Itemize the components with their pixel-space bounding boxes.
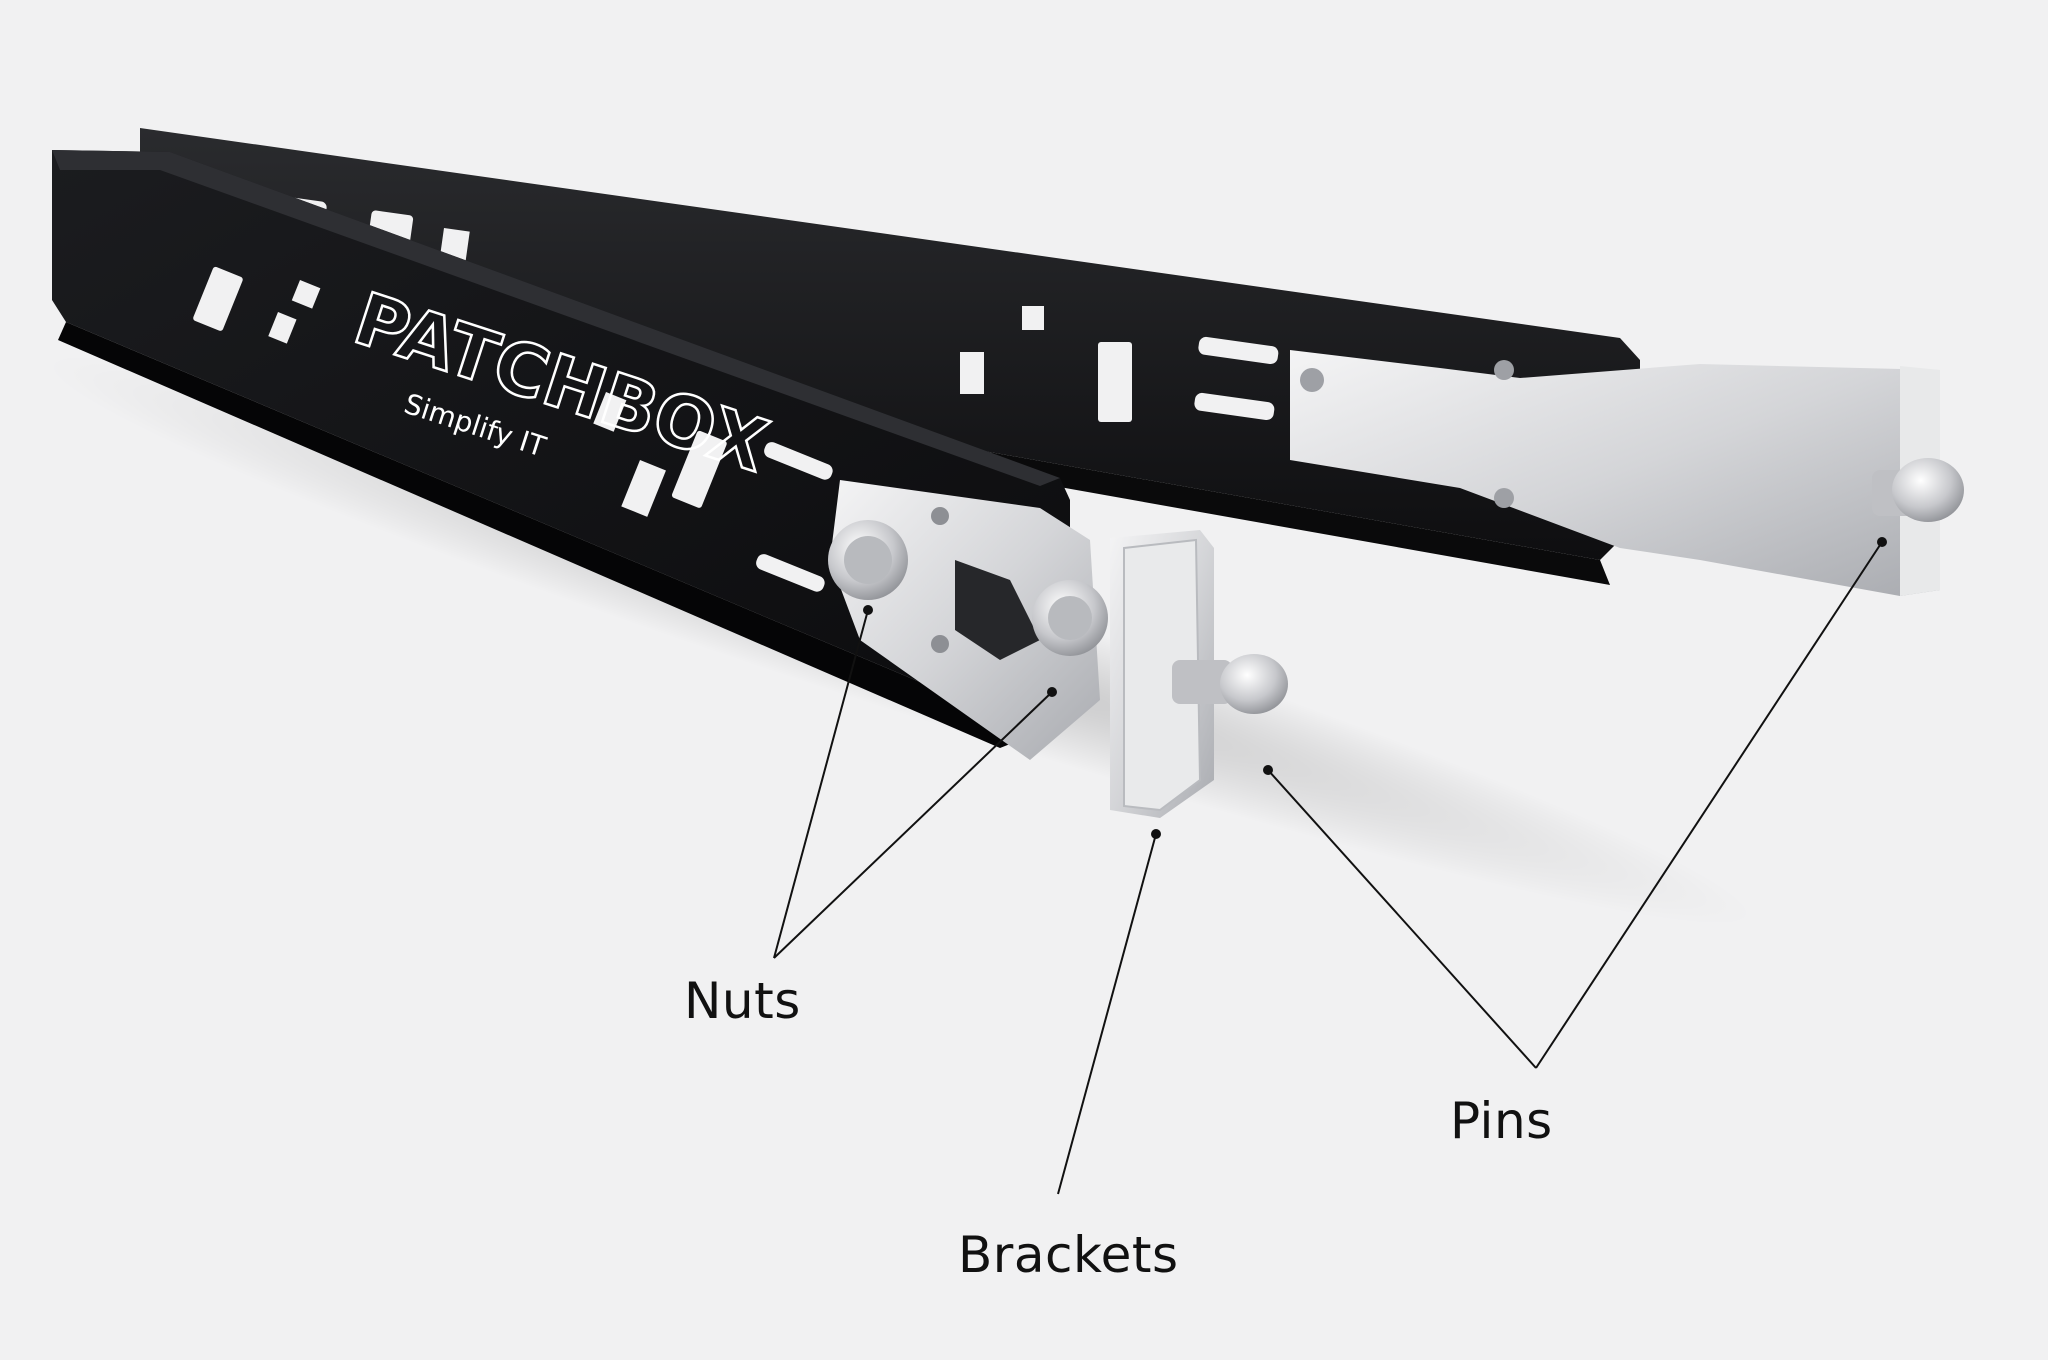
rear-pin [1872, 458, 1964, 522]
leader-line-pins-2 [1535, 541, 1883, 1069]
callout-pins: Pins [1450, 1092, 1553, 1150]
leader-dot [1263, 765, 1273, 775]
front-rail: PATCHBOX Simplify IT [52, 150, 1288, 818]
screw-icon [1494, 360, 1514, 380]
leader-line-pins-1 [1267, 769, 1537, 1069]
front-pin [1172, 654, 1288, 714]
leader-lines [773, 541, 1883, 1195]
callout-brackets: Brackets [958, 1226, 1179, 1284]
leader-dot [1047, 687, 1057, 697]
callout-nuts: Nuts [684, 972, 801, 1030]
nut-1 [828, 520, 908, 600]
leader-dot [863, 605, 873, 615]
leader-line-nuts-1 [773, 609, 869, 959]
leader-line-brackets [1057, 833, 1157, 1195]
leader-dot [1151, 829, 1161, 839]
screw-icon [1300, 368, 1324, 392]
leader-line-nuts-2 [773, 691, 1053, 959]
leader-dot [1877, 537, 1887, 547]
nut-2 [1032, 580, 1108, 656]
screw-icon [1494, 488, 1514, 508]
front-bracket-assembly [828, 480, 1288, 818]
